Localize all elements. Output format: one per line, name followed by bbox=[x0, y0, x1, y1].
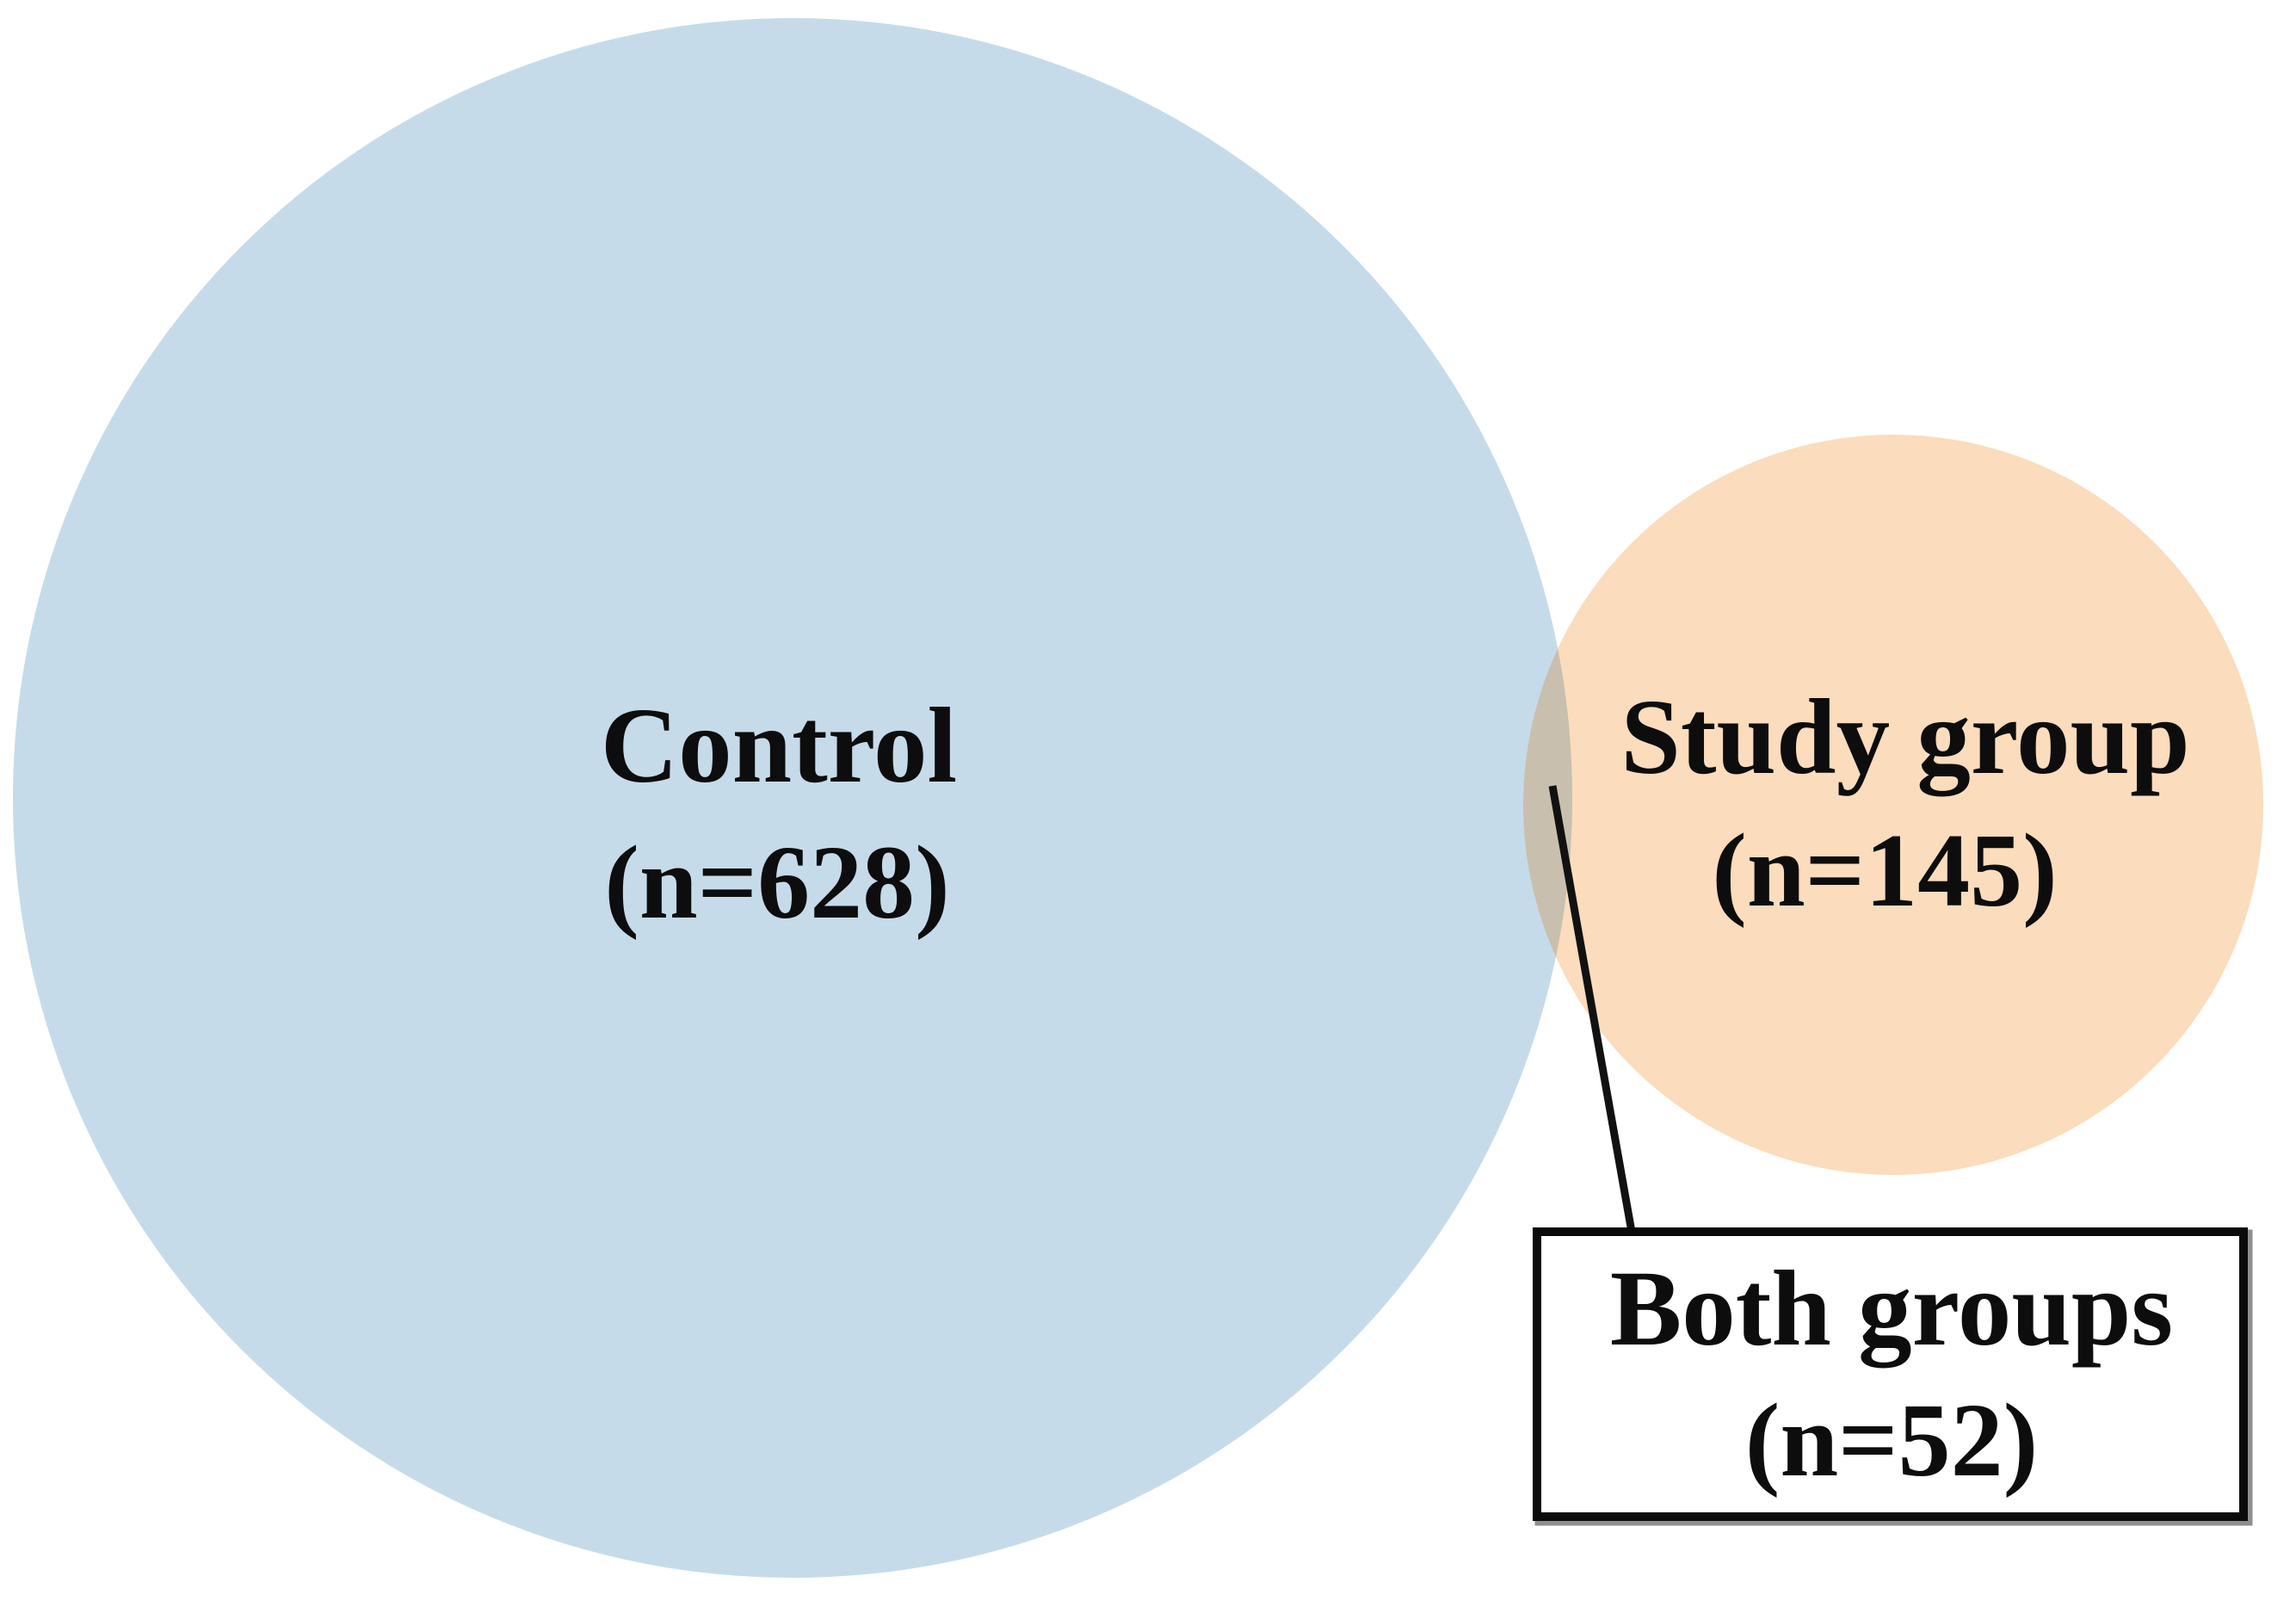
overlap-region bbox=[1522, 648, 1573, 957]
callout-box bbox=[1533, 1227, 2248, 1521]
both-groups-count-label: (n=52) bbox=[1745, 1382, 2039, 1499]
study-group-label: Study group bbox=[1620, 678, 2189, 797]
control-circle bbox=[13, 18, 1572, 1578]
control-label: Control bbox=[601, 687, 957, 806]
study-group-count-label: (n=145) bbox=[1712, 813, 2058, 929]
control-count-label: (n=628) bbox=[604, 825, 950, 941]
callout-connector-line bbox=[1548, 785, 1636, 1233]
study-group-circle bbox=[1523, 435, 2263, 1175]
both-groups-label: Both groups bbox=[1610, 1250, 2173, 1369]
